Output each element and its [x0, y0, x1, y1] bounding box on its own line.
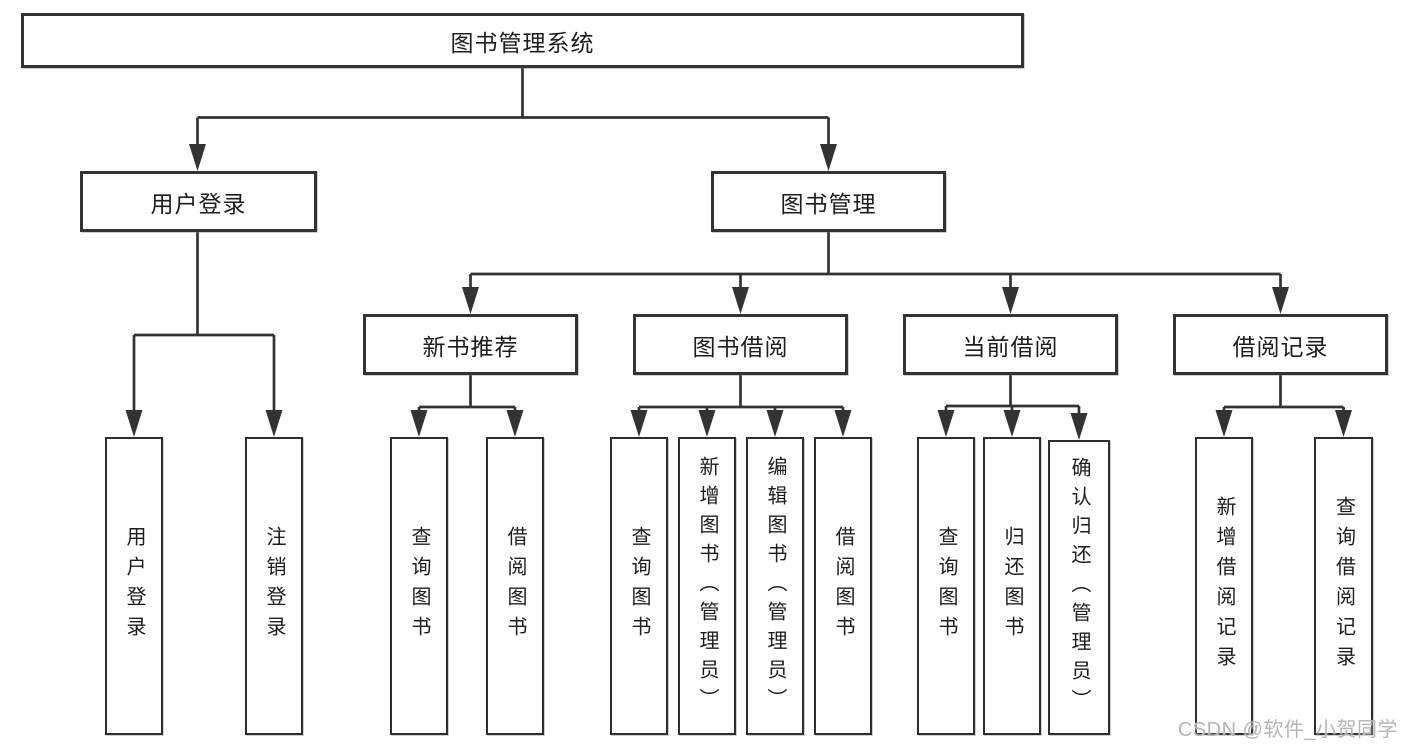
- leaf-logout: 注销登录: [245, 437, 303, 735]
- leaf-query-books-borrow: 查询图书: [610, 437, 668, 735]
- leaf-query-books-borrow-label: 查询图书: [628, 526, 650, 646]
- leaf-logout-label: 注销登录: [263, 526, 285, 646]
- leaf-borrow-books-recommend-label: 借阅图书: [504, 526, 526, 646]
- leaf-add-borrow-record: 新增借阅记录: [1195, 437, 1253, 735]
- leaf-confirm-return-admin-label: 确认归还（管理员）: [1068, 457, 1090, 718]
- leaf-query-books-recommend-label: 查询图书: [408, 526, 430, 646]
- leaf-borrow-books: 借阅图书: [814, 437, 872, 735]
- leaf-query-borrow-record-label: 查询借阅记录: [1332, 496, 1355, 676]
- connector-path: [132, 68, 1345, 415]
- leaf-borrow-books-label: 借阅图书: [832, 526, 854, 646]
- leaf-add-book-admin: 新增图书（管理员）: [678, 437, 736, 735]
- leaf-user-login-label: 用户登录: [123, 526, 145, 646]
- leaf-query-books-current-label: 查询图书: [935, 526, 957, 646]
- leaf-query-books-recommend: 查询图书: [390, 437, 448, 735]
- leaf-add-borrow-record-label: 新增借阅记录: [1213, 496, 1235, 676]
- node-root: 图书管理系统: [21, 13, 1024, 68]
- leaf-query-borrow-record: 查询借阅记录: [1314, 437, 1373, 735]
- node-new-book-recommend: 新书推荐: [363, 314, 578, 375]
- leaf-user-login: 用户登录: [105, 437, 163, 735]
- node-user-login: 用户登录: [80, 171, 317, 232]
- node-book-borrow: 图书借阅: [633, 314, 848, 375]
- leaf-edit-book-admin-label: 编辑图书（管理员）: [764, 455, 786, 717]
- csdn-watermark: CSDN @软件_小贺同学: [1177, 719, 1398, 741]
- leaf-confirm-return-admin: 确认归还（管理员）: [1048, 440, 1110, 735]
- leaf-return-book: 归还图书: [983, 437, 1041, 735]
- node-book-management: 图书管理: [711, 171, 946, 232]
- leaf-return-book-label: 归还图书: [1001, 526, 1023, 646]
- leaf-edit-book-admin: 编辑图书（管理员）: [746, 437, 804, 735]
- leaf-query-books-current: 查询图书: [917, 437, 975, 735]
- node-borrow-records: 借阅记录: [1173, 314, 1388, 375]
- node-current-borrow: 当前借阅: [903, 314, 1118, 375]
- leaf-borrow-books-recommend: 借阅图书: [486, 437, 544, 735]
- arrowheads: [125, 144, 1352, 440]
- leaf-add-book-admin-label: 新增图书（管理员）: [696, 455, 718, 717]
